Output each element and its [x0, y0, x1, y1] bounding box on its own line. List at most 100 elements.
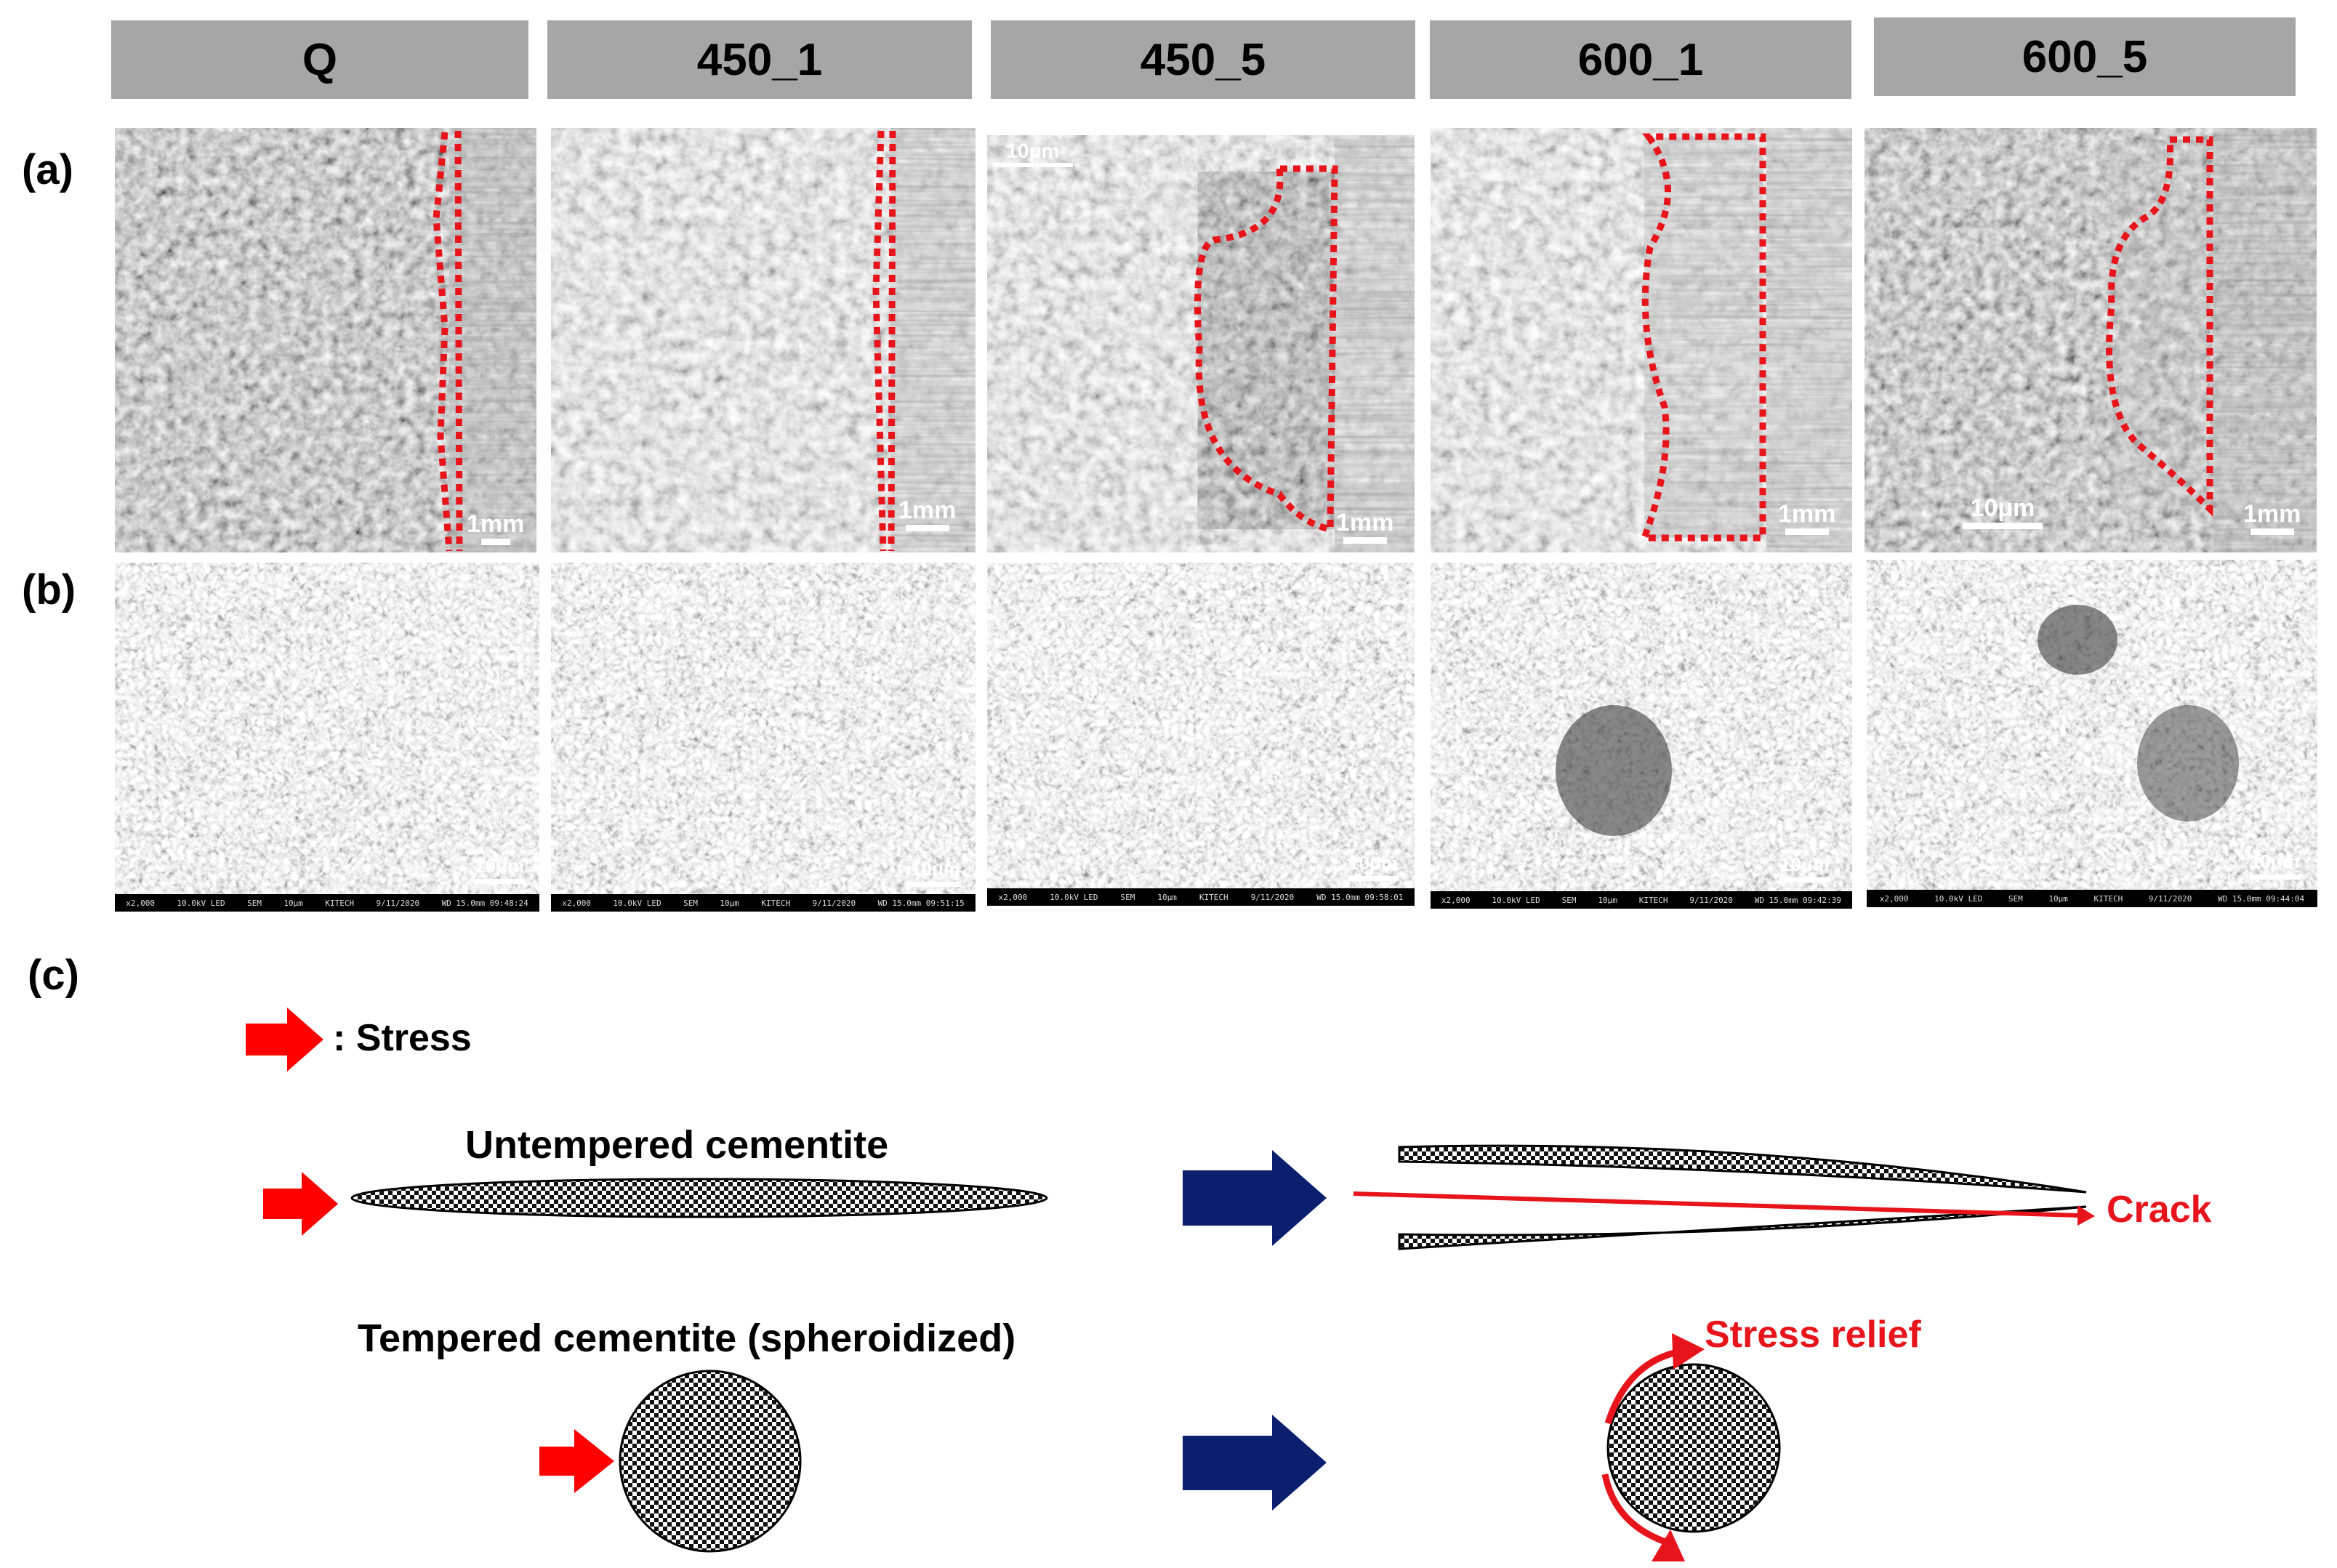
scalebar-a-450-5-um: 10μm	[993, 140, 1073, 167]
cracked-cementite-lower	[1398, 1205, 2087, 1250]
scalebar-line	[2249, 875, 2300, 880]
sem-org: KITECH	[2093, 893, 2123, 904]
stress-arrow-untempered-icon	[263, 1172, 338, 1236]
stress-relief-arc-upper	[1604, 1347, 1686, 1425]
sem-image-450-5	[987, 563, 1415, 906]
sem-mode: SEM	[1120, 892, 1135, 902]
scalebar-b-450-5: 10μm	[1348, 852, 1399, 881]
sem-mag: x2,000	[126, 898, 155, 908]
sem-info-bar: x2,000 10.0kV LED SEM 10μm KITECH 9/11/2020 WD…	[1867, 890, 2317, 907]
sem-scale: 10μm	[1598, 895, 1617, 905]
sem-mode: SEM	[247, 898, 262, 908]
scalebar-label: 1mm	[2243, 500, 2301, 528]
scalebar-label: 1mm	[898, 496, 957, 524]
sem-void-600-5-b	[2137, 705, 2239, 821]
crack-arrowhead-icon	[2077, 1205, 2095, 1226]
scalebar-label: 10μm	[1780, 853, 1830, 875]
macro-fractograph-450-1	[551, 128, 976, 552]
scalebar-a-600-5: 1mm	[2243, 500, 2301, 535]
scalebar-a-600-1: 1mm	[1778, 500, 1835, 535]
sem-scale: 10μm	[2048, 893, 2068, 904]
sem-date: 9/11/2020	[812, 898, 856, 908]
sem-scale: 10μm	[720, 898, 739, 908]
sem-date: 9/11/2020	[376, 898, 420, 908]
sem-kv: 10.0kV LED	[1492, 895, 1540, 905]
sem-image-450-1	[551, 563, 976, 912]
scalebar-line	[1348, 876, 1399, 881]
scalebar-label: 10μm	[911, 858, 960, 880]
sem-org: KITECH	[1638, 895, 1668, 905]
stress-arrow-tempered-icon	[539, 1429, 614, 1493]
sem-mag: x2,000	[562, 898, 591, 908]
scalebar-label: 10μm	[1006, 140, 1060, 162]
crack-label: Crack	[2107, 1189, 2212, 1231]
macro-fractograph-450-5	[987, 135, 1415, 552]
sem-kv: 10.0kV LED	[1934, 893, 1983, 904]
sem-info-bar-600-5: x2,000 10.0kV LED SEM 10μm KITECH 9/11/2020 WD…	[1867, 890, 2317, 907]
untempered-cementite-label: Untempered cementite	[465, 1123, 889, 1167]
sem-scale: 10μm	[283, 898, 303, 908]
sem-date: 9/11/2020	[1689, 895, 1733, 905]
stress-relief-arrow-upper-icon	[1672, 1333, 1705, 1370]
row-label-c: (c)	[28, 952, 79, 999]
sem-org: KITECH	[325, 898, 355, 908]
column-header-450-5: 450_5	[991, 20, 1415, 99]
untempered-cementite-particle	[350, 1178, 1048, 1218]
scalebar-a-450-1: 1mm	[898, 496, 956, 531]
macro-fractograph-q	[115, 128, 536, 552]
process-arrow-untempered-icon	[1183, 1150, 1327, 1246]
scalebar-line	[993, 163, 1073, 167]
crack-line	[1353, 1191, 2080, 1218]
scalebar-label: 1mm	[1336, 509, 1394, 536]
scalebar-line	[1785, 528, 1829, 535]
scalebar-line	[910, 882, 961, 887]
sem-date: 9/11/2020	[2148, 893, 2192, 904]
scalebar-label: 10μm	[475, 855, 524, 877]
stress-relief-arrow-lower-icon	[1652, 1529, 1685, 1561]
row-label-b: (b)	[22, 566, 76, 614]
scalebar-line	[2250, 528, 2294, 535]
sem-wd: WD 15.0mm 09:51:15	[877, 898, 965, 908]
sem-mode: SEM	[2008, 893, 2023, 904]
sem-scale: 10μm	[1157, 892, 1177, 902]
macro-fractograph-600-5	[1865, 128, 2317, 552]
scalebar-line	[480, 539, 510, 545]
scalebar-line	[1343, 537, 1387, 544]
sem-mode: SEM	[1561, 895, 1577, 905]
process-arrow-tempered-icon	[1183, 1415, 1327, 1511]
macro-fractograph-600-1	[1431, 128, 1852, 552]
scalebar-label: 1mm	[1778, 500, 1836, 528]
column-header-600-1: 600_1	[1430, 20, 1851, 99]
sem-kv: 10.0kV LED	[1050, 892, 1098, 902]
sem-date: 9/11/2020	[1250, 892, 1295, 902]
sem-mag: x2,000	[998, 892, 1028, 902]
stress-relief-arc-lower	[1601, 1473, 1673, 1548]
row-label-a: (a)	[22, 146, 73, 193]
spheroidized-cementite-particle	[1606, 1363, 1781, 1533]
legend-stress-label: : Stress	[333, 1017, 472, 1059]
sem-mode: SEM	[683, 898, 698, 908]
sem-wd: WD 15.0mm 09:42:39	[1754, 895, 1842, 905]
tempered-cementite-label: Tempered cementite (spheroidized)	[358, 1316, 1016, 1360]
column-header-q: Q	[111, 20, 528, 99]
scalebar-line	[1963, 523, 2043, 529]
scalebar-a-450-5: 1mm	[1336, 509, 1393, 544]
scalebar-label: 1mm	[467, 510, 525, 538]
scalebar-b-600-5: 10μm	[2249, 851, 2300, 880]
sem-wd: WD 15.0mm 09:44:04	[2217, 893, 2305, 904]
scalebar-line	[1779, 877, 1830, 882]
sem-wd: WD 15.0mm 09:58:01	[1316, 892, 1404, 902]
sem-mag: x2,000	[1879, 893, 1909, 904]
sem-void-600-1	[1556, 705, 1672, 836]
scalebar-line	[905, 525, 949, 531]
scalebar-label: 10μm	[2250, 851, 2299, 872]
